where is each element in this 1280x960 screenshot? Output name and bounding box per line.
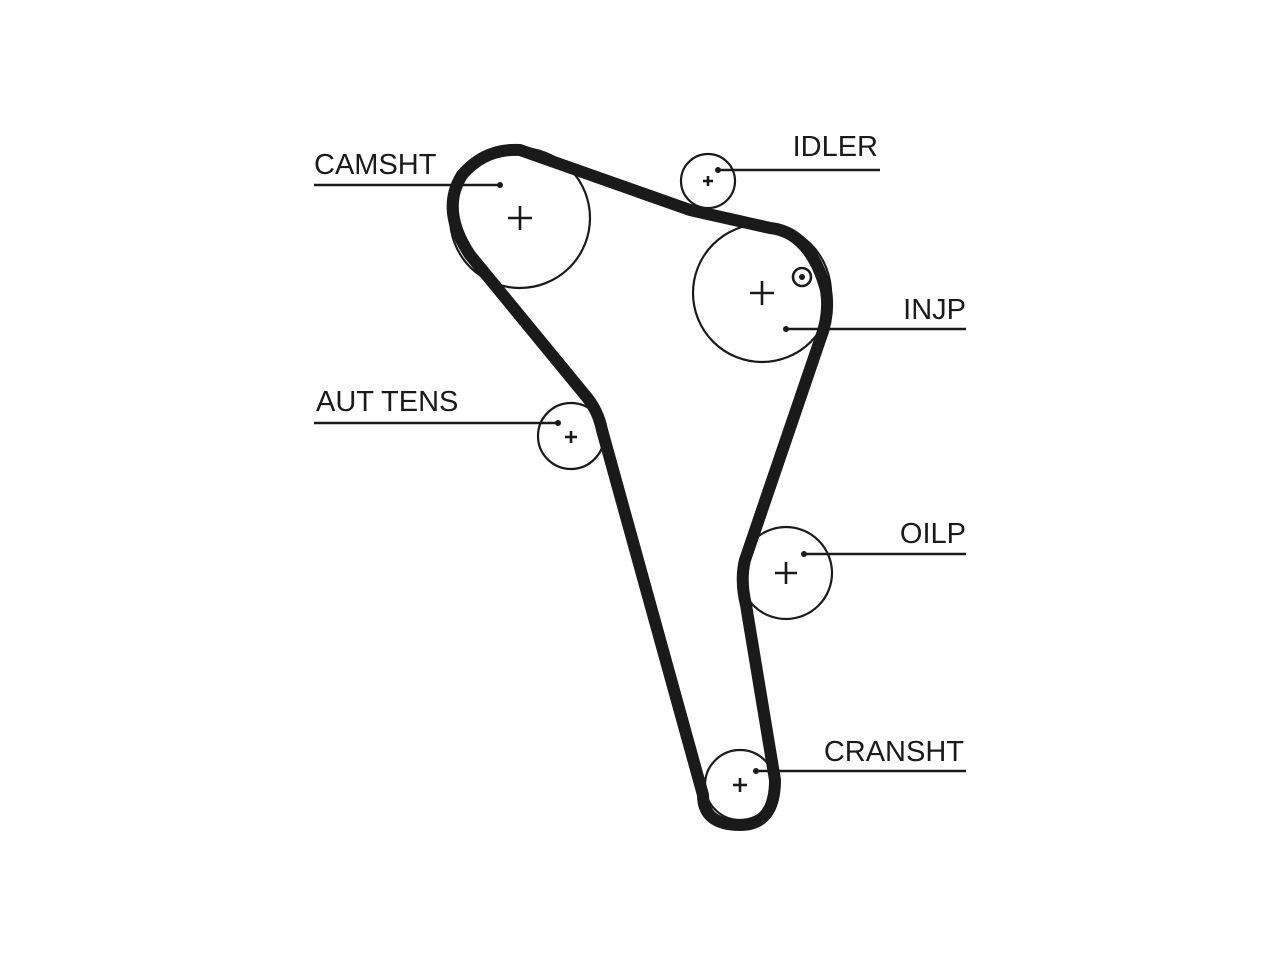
idler-center-cross	[703, 176, 713, 186]
camshaft-label: CAMSHT	[314, 149, 437, 181]
auto-tensioner-center-cross	[565, 431, 577, 443]
injection-pump-label: INJP	[903, 294, 966, 326]
oil-pump-center-cross	[775, 562, 797, 584]
timing-mark-icon	[791, 266, 813, 288]
camshaft-leader	[314, 182, 503, 188]
crankshaft-center-cross	[733, 778, 747, 792]
auto-tensioner-label: AUT TENS	[316, 386, 458, 418]
injection-pump-leader	[783, 326, 966, 332]
oil-pump-leader	[801, 551, 966, 557]
oil-pump-label: OILP	[900, 518, 966, 550]
timing-belt	[446, 143, 834, 831]
crankshaft-leader	[753, 768, 966, 774]
idler-leader	[715, 167, 880, 173]
injection-pump-center-cross	[750, 281, 774, 305]
idler-label: IDLER	[793, 131, 878, 163]
crankshaft-label: CRANSHT	[824, 736, 964, 768]
camshaft-center-cross	[508, 206, 532, 230]
auto-tensioner-leader	[314, 420, 561, 426]
